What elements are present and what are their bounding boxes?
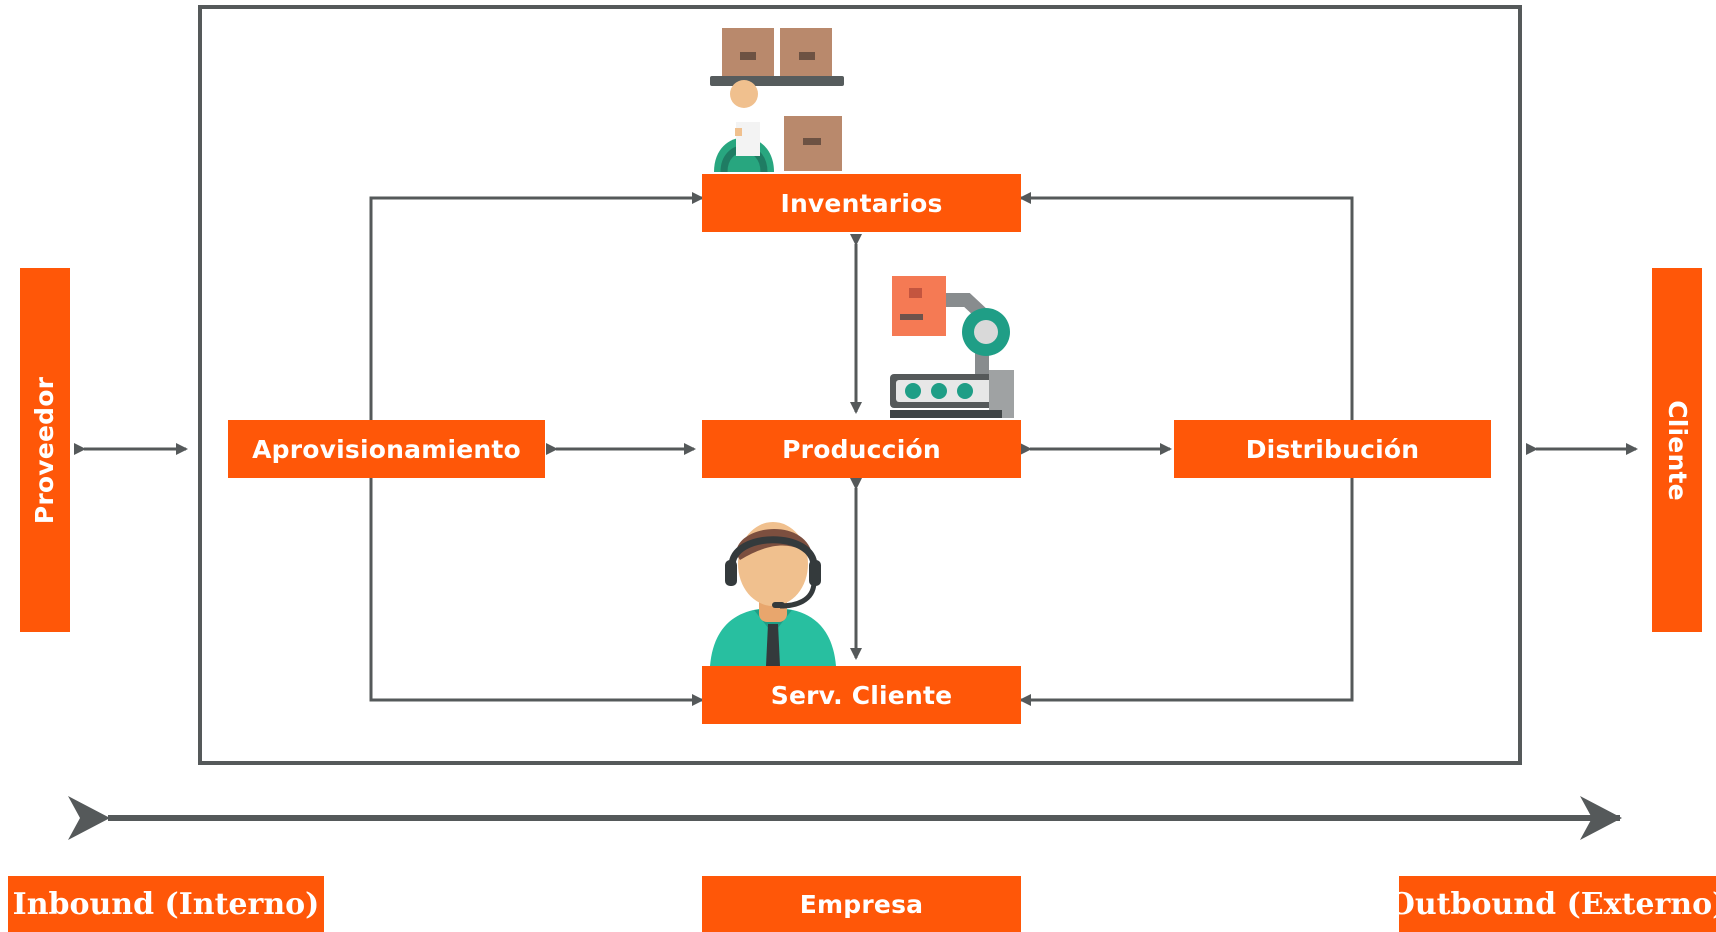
node-distribucion: Distribución [1174,420,1491,478]
node-distribucion-label: Distribución [1245,434,1420,464]
label-outbound-text: Outbound (Externo) [1388,886,1716,922]
label-outbound: Outbound (Externo) [1389,876,1716,932]
warehouse-worker-icon [710,28,844,173]
node-cliente: Cliente [1652,268,1702,632]
empresa-frame [198,5,1522,765]
node-cliente-label: Cliente [1662,399,1692,501]
node-inventarios: Inventarios [702,174,1021,232]
robot-arm-conveyor-icon [890,276,1014,418]
connector-aprovisionamiento-serv-cliente [365,468,704,706]
node-proveedor-label: Proveedor [30,376,60,524]
connector-distribucion-inventarios [1019,192,1358,430]
node-produccion: Producción [702,420,1021,478]
node-proveedor: Proveedor [20,268,70,632]
connector-aprovisionamiento-inventarios [365,192,704,430]
label-empresa-text: Empresa [799,889,924,919]
node-produccion-label: Producción [782,434,941,464]
node-aprovisionamiento-label: Aprovisionamiento [252,434,521,464]
label-inbound-text: Inbound (Interno) [12,886,320,922]
label-inbound: Inbound (Interno) [8,876,324,932]
node-serv-cliente-label: Serv. Cliente [770,680,953,710]
node-inventarios-label: Inventarios [780,188,943,218]
label-empresa: Empresa [702,876,1021,932]
node-serv-cliente: Serv. Cliente [702,666,1021,724]
node-aprovisionamiento: Aprovisionamiento [228,420,545,478]
customer-service-agent-icon [710,522,836,666]
connector-distribucion-serv-cliente [1019,468,1358,706]
